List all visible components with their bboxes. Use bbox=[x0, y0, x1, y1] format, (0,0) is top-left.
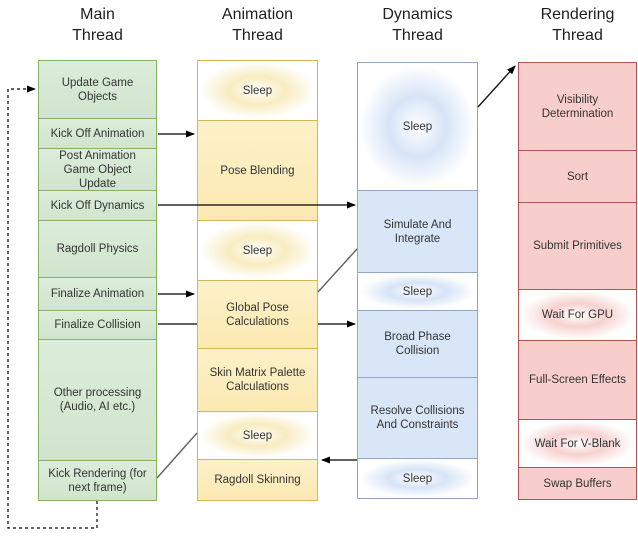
node-label: Kick Rendering (for next frame) bbox=[48, 467, 147, 494]
node-label: Wait For GPU bbox=[541, 309, 614, 321]
node-broad-phase-collision: Broad Phase Collision bbox=[357, 310, 478, 378]
connector-kick-rendering-to-animation-sleep bbox=[156, 432, 198, 479]
node-dynamics-sleep-1: Sleep bbox=[357, 62, 478, 191]
node-animation-sleep-3: Sleep bbox=[197, 411, 318, 460]
node-simulate-and-integrate: Simulate And Integrate bbox=[357, 190, 478, 273]
node-label: Sleep bbox=[402, 472, 433, 485]
node-label: Finalize Collision bbox=[54, 319, 141, 331]
node-label: Kick Off Animation bbox=[50, 127, 145, 140]
node-sort: Sort bbox=[518, 150, 637, 203]
node-wait-for-gpu: Wait For GPU bbox=[518, 289, 637, 341]
node-animation-sleep-2: Sleep bbox=[197, 220, 318, 281]
node-visibility-determination: Visibility Determination bbox=[518, 62, 637, 151]
node-label: Visibility Determination bbox=[541, 93, 614, 120]
connector-dynamics-to-visibility-determination bbox=[477, 65, 516, 108]
node-kick-rendering: Kick Rendering (for next frame) bbox=[38, 460, 157, 501]
node-label: Sort bbox=[566, 170, 589, 183]
node-animation-sleep-1: Sleep bbox=[197, 60, 318, 121]
node-label: Sleep bbox=[242, 429, 273, 442]
node-label: Sleep bbox=[242, 244, 273, 257]
node-skin-matrix-palette-calculations: Skin Matrix Palette Calculations bbox=[197, 348, 318, 412]
node-ragdoll-physics: Ragdoll Physics bbox=[38, 220, 157, 278]
node-kick-off-animation: Kick Off Animation bbox=[38, 118, 157, 149]
node-label: Sleep bbox=[402, 285, 433, 298]
node-finalize-animation: Finalize Animation bbox=[38, 277, 157, 311]
node-label: Broad Phase Collision bbox=[384, 331, 451, 357]
node-label: Pose Blending bbox=[220, 164, 295, 177]
node-other-processing: Other processing (Audio, AI etc.) bbox=[38, 339, 157, 461]
node-wait-for-v-blank: Wait For V-Blank bbox=[518, 419, 637, 468]
node-label: Sleep bbox=[402, 120, 433, 133]
node-ragdoll-skinning: Ragdoll Skinning bbox=[197, 459, 318, 501]
node-label: Ragdoll Physics bbox=[56, 243, 139, 255]
node-update-game-objects: Update Game Objects bbox=[38, 60, 157, 119]
node-label: Global Pose Calculations bbox=[226, 301, 289, 328]
node-dynamics-sleep-3: Sleep bbox=[357, 458, 478, 499]
node-label: Finalize Animation bbox=[50, 288, 145, 300]
column-header-dynamics: Dynamics Thread bbox=[382, 6, 453, 44]
node-label: Wait For V-Blank bbox=[534, 437, 621, 450]
node-label: Submit Primitives bbox=[533, 240, 622, 252]
node-full-screen-effects: Full-Screen Effects bbox=[518, 340, 637, 420]
node-resolve-collisions-and-constraints: Resolve Collisions And Constraints bbox=[357, 377, 478, 459]
column-header-animation: Animation Thread bbox=[221, 6, 294, 44]
node-post-animation-game-object-update: Post Animation Game Object Update bbox=[38, 148, 157, 191]
node-kick-off-dynamics: Kick Off Dynamics bbox=[38, 190, 157, 221]
node-label: Other processing (Audio, AI etc.) bbox=[53, 387, 142, 413]
node-label: Swap Buffers bbox=[543, 477, 612, 490]
node-pose-blending: Pose Blending bbox=[197, 120, 318, 221]
column-header-main: Main Thread bbox=[72, 6, 123, 44]
node-label: Full-Screen Effects bbox=[529, 374, 626, 386]
column-header-rendering: Rendering Thread bbox=[540, 6, 615, 44]
node-label: Post Animation Game Object Update bbox=[59, 149, 136, 190]
node-dynamics-sleep-2: Sleep bbox=[357, 272, 478, 311]
node-label: Update Game Objects bbox=[61, 76, 134, 103]
node-label: Resolve Collisions And Constraints bbox=[370, 405, 465, 431]
node-submit-primitives: Submit Primitives bbox=[518, 202, 637, 290]
node-label: Kick Off Dynamics bbox=[50, 199, 145, 212]
node-global-pose-calculations: Global Pose Calculations bbox=[197, 280, 318, 349]
node-label: Sleep bbox=[242, 84, 273, 97]
node-label: Skin Matrix Palette Calculations bbox=[209, 367, 306, 393]
node-label: Simulate And Integrate bbox=[383, 218, 452, 245]
node-label: Ragdoll Skinning bbox=[214, 474, 301, 486]
node-finalize-collision: Finalize Collision bbox=[38, 310, 157, 340]
connector-simulate-to-global-pose bbox=[317, 248, 358, 293]
node-swap-buffers: Swap Buffers bbox=[518, 467, 637, 500]
